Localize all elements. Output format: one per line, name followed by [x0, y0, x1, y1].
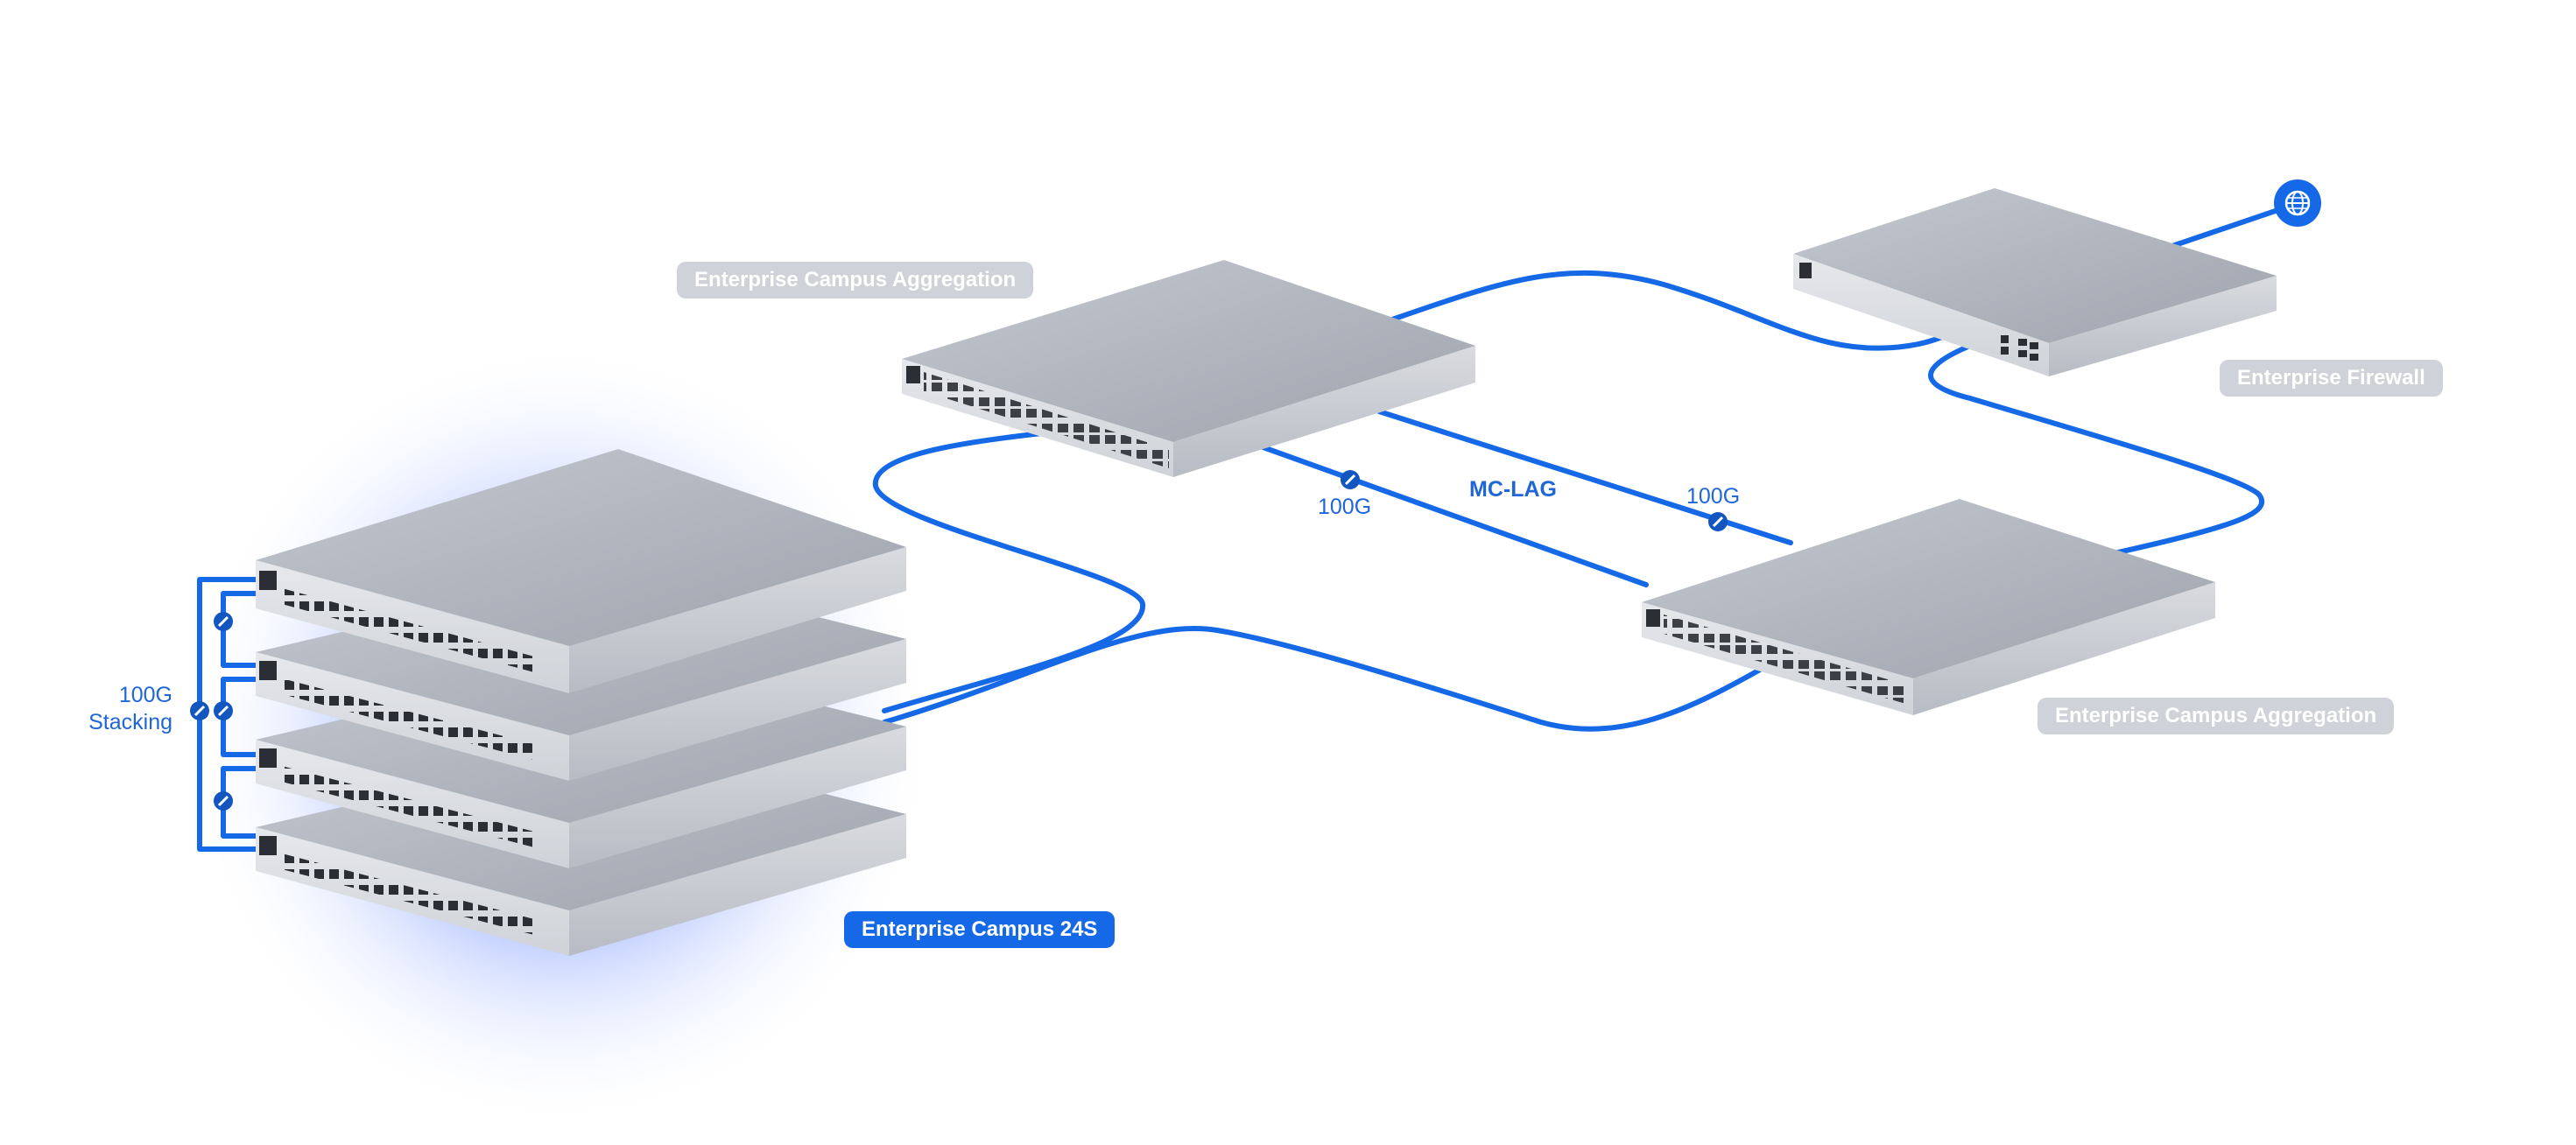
- link-icon: [214, 701, 233, 720]
- label-firewall: Enterprise Firewall: [2220, 360, 2443, 397]
- link-agg-top-to-firewall: [1390, 270, 1973, 351]
- link-icon: [1341, 470, 1360, 489]
- switch-unit-1: [256, 449, 906, 693]
- link-speed-right: 100G: [1686, 484, 1741, 509]
- aggregation-switch-bottom: [1642, 499, 2215, 715]
- stacking-label-line2: Stacking: [88, 710, 172, 734]
- link-icon: [214, 612, 233, 631]
- link-mclag-right: [1376, 409, 1793, 545]
- stacking-label-line1: 100G: [118, 683, 172, 707]
- label-agg-top: Enterprise Campus Aggregation: [677, 262, 1034, 299]
- link-icon: [190, 701, 209, 720]
- stacking-link-icons: [190, 612, 233, 811]
- link-speed-left: 100G: [1318, 495, 1372, 519]
- stacking-label: 100G Stacking: [74, 682, 172, 736]
- label-agg-bottom: Enterprise Campus Aggregation: [2038, 698, 2395, 734]
- link-mclag-left: [1258, 444, 1649, 587]
- link-firewall-to-agg-bottom: [1928, 343, 2265, 557]
- firewall-device: [1793, 188, 2277, 376]
- aggregation-switch-top: [902, 260, 1475, 477]
- link-icon: [214, 791, 233, 811]
- label-campus-24s: Enterprise Campus 24S: [844, 911, 1116, 948]
- link-stack-to-agg-bottom: [882, 625, 1763, 732]
- link-icon: [1708, 512, 1728, 531]
- switch-stack: [256, 449, 906, 956]
- globe-icon: [2274, 179, 2321, 227]
- link-label-mclag: MC-LAG: [1469, 477, 1557, 502]
